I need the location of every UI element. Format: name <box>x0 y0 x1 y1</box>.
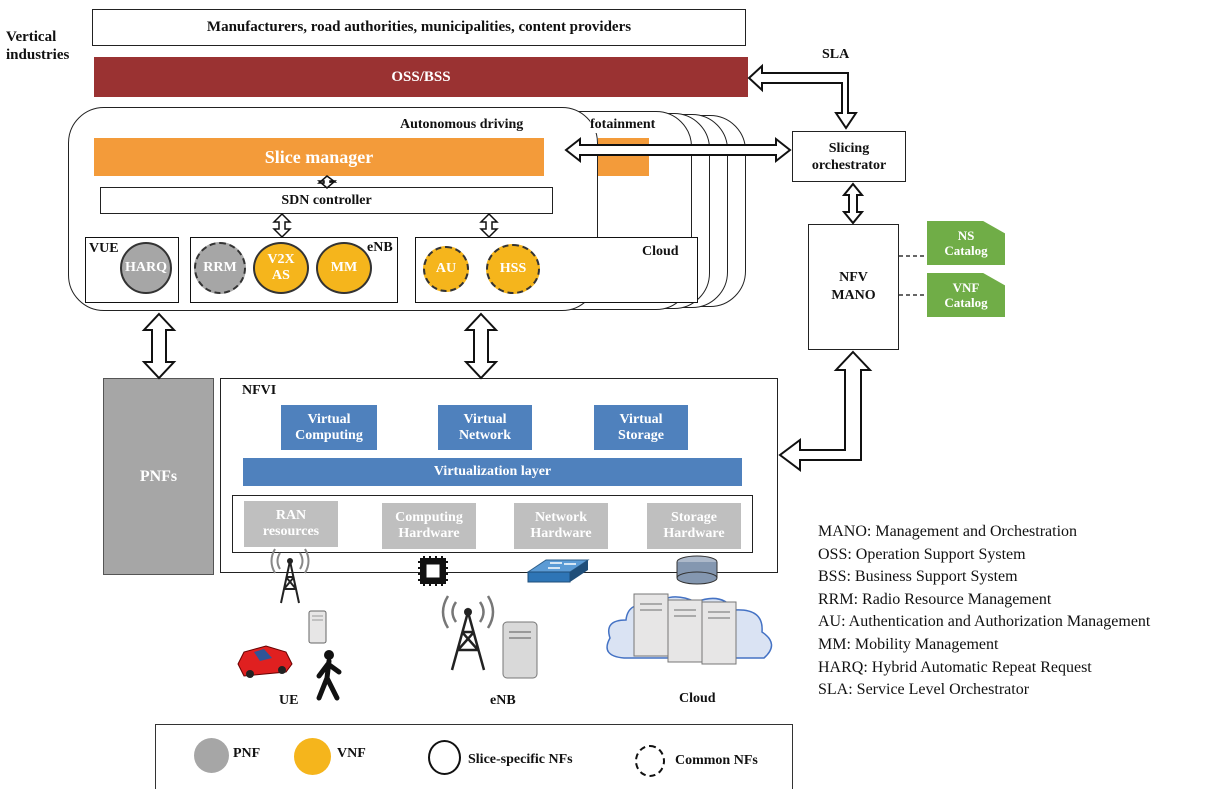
enb-server-icon <box>502 621 538 679</box>
nfvi-title: NFVI <box>242 383 277 398</box>
hss-common-vnf: HSS <box>486 244 540 294</box>
abbreviation-legend: MANO: Management and Orchestration OSS: … <box>818 521 1150 702</box>
slice-autonomous-label: Autonomous driving <box>400 117 524 132</box>
legend-term: RRM: Radio Resource Management <box>818 590 1052 608</box>
orchestrator-mano-arrow <box>841 182 865 225</box>
mano-nfvi-arrow <box>778 350 873 472</box>
legend-term: MM: Mobility Management <box>818 635 999 653</box>
vue-label: VUE <box>89 241 119 256</box>
vertical-industries-label: Vertical industries <box>6 29 70 63</box>
stakeholders-text: Manufacturers, road authorities, municip… <box>206 19 632 35</box>
legend-slice-specific-label: Slice-specific NFs <box>468 752 573 767</box>
cloud-nfvi-arrow <box>463 312 499 380</box>
legend-vnf-label: VNF <box>337 746 366 761</box>
legend-term: AU: Authentication and Authorization Man… <box>818 613 1151 631</box>
sla-arrow <box>747 63 858 130</box>
ue-label: UE <box>279 693 299 708</box>
stakeholders-banner: Manufacturers, road authorities, municip… <box>92 9 746 46</box>
cloud-physical-label: Cloud <box>679 691 716 706</box>
symbol-legend <box>155 724 793 789</box>
slice-infotainment-label: fotainment <box>590 117 656 133</box>
virtualization-layer: Virtualization layer <box>243 458 742 486</box>
small-server-icon <box>308 610 327 644</box>
legend-vnf-swatch <box>294 738 331 775</box>
legend-term: OSS: Operation Support System <box>818 545 1026 563</box>
slice-manager-infotainment <box>598 138 649 176</box>
harq-pnf: HARQ <box>120 242 172 294</box>
ran-pnfs-arrow <box>141 312 177 380</box>
car-icon <box>237 645 293 678</box>
legend-term: BSS: Business Support System <box>818 568 1018 586</box>
legend-pnf-label: PNF <box>233 746 261 761</box>
au-common-vnf: AU <box>423 246 469 292</box>
pnfs-block: PNFs <box>103 378 214 575</box>
legend-term: HARQ: Hybrid Automatic Repeat Request <box>818 658 1092 676</box>
cloud-servers-icon <box>606 593 773 665</box>
legend-common-label: Common NFs <box>675 753 758 768</box>
enb-label: eNB <box>367 240 393 255</box>
legend-term: MANO: Management and Orchestration <box>818 523 1078 540</box>
enb-tower-icon <box>441 595 495 671</box>
cloud-group-label: Cloud <box>642 244 679 259</box>
pedestrian-icon <box>316 650 342 701</box>
rrm-common-pnf: RRM <box>194 242 246 294</box>
slice-manager: Slice manager <box>94 138 544 176</box>
enb-physical-label: eNB <box>490 693 516 708</box>
sla-label: SLA <box>822 47 850 62</box>
legend-slice-specific-swatch <box>428 740 461 775</box>
legend-term: SLA: Service Level Orchestrator <box>818 681 1030 699</box>
legend-common-swatch <box>635 745 665 777</box>
oss-bss-bar: OSS/BSS <box>94 57 748 97</box>
legend-pnf-swatch <box>194 738 229 773</box>
sdn-controller: SDN controller <box>100 187 553 214</box>
mm-vnf: MM <box>316 242 372 294</box>
